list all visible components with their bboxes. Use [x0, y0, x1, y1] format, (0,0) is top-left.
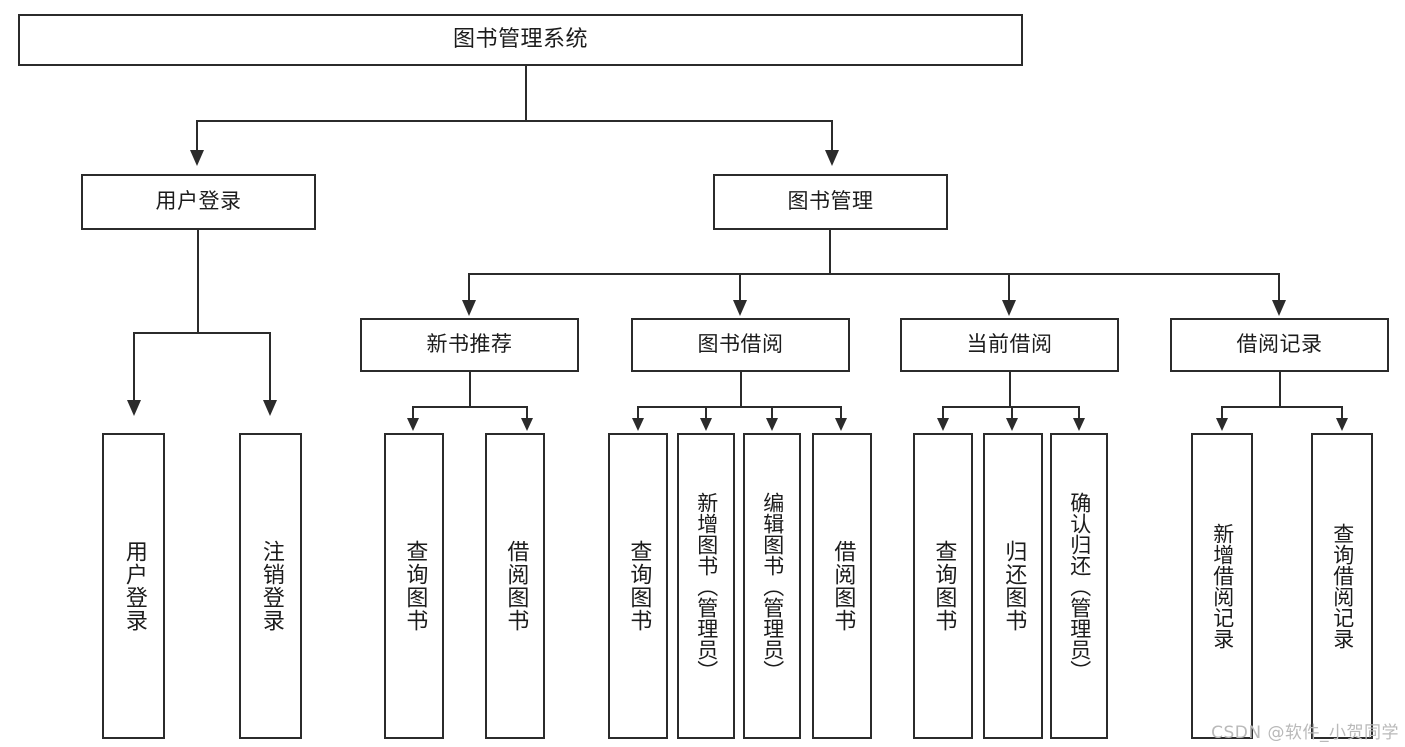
- leaf-recommend-borrow-book[interactable]: 借阅图书: [485, 433, 545, 739]
- leaf-label: 查询图书: [931, 540, 957, 632]
- connector-book-manage-bus: [468, 273, 1280, 275]
- arrowhead-leaf-borrow-book-2: [835, 418, 847, 431]
- leaf-add-borrow-record[interactable]: 新增借阅记录: [1191, 433, 1253, 739]
- arrowhead-leaf-return-book: [1006, 418, 1018, 431]
- connector-recommend-drop-1: [412, 406, 414, 420]
- connector-level3-drop-1: [468, 273, 470, 300]
- arrowhead-leaf-edit-book: [766, 418, 778, 431]
- leaf-label: 注销登录: [258, 540, 284, 632]
- arrowhead-leaf-add-record: [1216, 418, 1228, 431]
- arrowhead-leaf-query-book-1: [407, 418, 419, 431]
- arrowhead-to-new-book-recommend: [462, 300, 476, 316]
- connector-borrow-drop-2: [705, 406, 707, 420]
- connector-book-manage-stem: [829, 230, 831, 275]
- connector-borrow-drop-1: [637, 406, 639, 420]
- node-root-system[interactable]: 图书管理系统: [18, 14, 1023, 66]
- leaf-edit-book-admin[interactable]: 编辑图书（管理员）: [743, 433, 801, 739]
- node-user-login[interactable]: 用户登录: [81, 174, 316, 230]
- connector-borrow-stem: [740, 372, 742, 408]
- connector-root-stem: [525, 66, 527, 121]
- arrowhead-leaf-logout: [263, 400, 277, 416]
- node-label: 图书管理系统: [452, 26, 588, 52]
- connector-user-login-stem: [197, 230, 199, 333]
- leaf-add-book-admin[interactable]: 新增图书（管理员）: [677, 433, 735, 739]
- arrowhead-leaf-query-record: [1336, 418, 1348, 431]
- leaf-logout[interactable]: 注销登录: [239, 433, 302, 739]
- connector-recommend-drop-2: [526, 406, 528, 420]
- node-borrow-record[interactable]: 借阅记录: [1170, 318, 1389, 372]
- arrowhead-leaf-borrow-book-1: [521, 418, 533, 431]
- leaf-label: 借阅图书: [503, 540, 529, 632]
- connector-borrow-drop-4: [840, 406, 842, 420]
- connector-user-login-bus: [133, 332, 270, 334]
- leaf-borrow-borrow-book[interactable]: 借阅图书: [812, 433, 872, 739]
- connector-current-drop-1: [942, 406, 944, 420]
- node-current-borrow[interactable]: 当前借阅: [900, 318, 1119, 372]
- leaf-user-login[interactable]: 用户登录: [102, 433, 165, 739]
- leaf-confirm-return-admin[interactable]: 确认归还（管理员）: [1050, 433, 1108, 739]
- connector-level3-drop-3: [1008, 273, 1010, 300]
- leaf-label: 新增图书（管理员）: [694, 491, 719, 681]
- connector-recommend-stem: [469, 372, 471, 408]
- node-book-borrow[interactable]: 图书借阅: [631, 318, 850, 372]
- connector-recommend-bus: [412, 406, 528, 408]
- arrowhead-leaf-query-book-3: [937, 418, 949, 431]
- connector-user-login-drop-1: [133, 332, 135, 400]
- node-new-book-recommend[interactable]: 新书推荐: [360, 318, 579, 372]
- connector-record-bus: [1221, 406, 1343, 408]
- connector-record-stem: [1279, 372, 1281, 408]
- connector-current-drop-2: [1011, 406, 1013, 420]
- connector-level3-drop-4: [1278, 273, 1280, 300]
- node-label: 借阅记录: [1236, 332, 1323, 357]
- node-label: 图书管理: [787, 189, 874, 214]
- node-label: 图书借阅: [697, 332, 784, 357]
- connector-record-drop-1: [1221, 406, 1223, 420]
- arrowhead-to-book-manage: [825, 150, 839, 166]
- arrowhead-to-borrow-record: [1272, 300, 1286, 316]
- leaf-label: 借阅图书: [830, 540, 856, 632]
- node-label: 当前借阅: [966, 332, 1053, 357]
- leaf-return-book[interactable]: 归还图书: [983, 433, 1043, 739]
- connector-root-drop-1: [196, 120, 198, 150]
- arrowhead-to-current-borrow: [1002, 300, 1016, 316]
- arrowhead-leaf-user-login: [127, 400, 141, 416]
- arrowhead-leaf-confirm-return: [1073, 418, 1085, 431]
- leaf-recommend-query-book[interactable]: 查询图书: [384, 433, 444, 739]
- watermark-text: CSDN @软件_小贺同学: [1211, 723, 1399, 743]
- leaf-label: 用户登录: [121, 540, 147, 632]
- arrowhead-leaf-query-book-2: [632, 418, 644, 431]
- leaf-label: 查询图书: [402, 540, 428, 632]
- leaf-current-query-book[interactable]: 查询图书: [913, 433, 973, 739]
- arrowhead-to-user-login: [190, 150, 204, 166]
- leaf-label: 查询借阅记录: [1330, 523, 1355, 649]
- connector-root-drop-2: [831, 120, 833, 150]
- node-label: 新书推荐: [426, 332, 513, 357]
- arrowhead-leaf-add-book: [700, 418, 712, 431]
- connector-current-drop-3: [1078, 406, 1080, 420]
- connector-record-drop-2: [1341, 406, 1343, 420]
- arrowhead-to-book-borrow: [733, 300, 747, 316]
- connector-borrow-bus: [637, 406, 842, 408]
- connector-borrow-drop-3: [771, 406, 773, 420]
- connector-level3-drop-2: [739, 273, 741, 300]
- leaf-label: 确认归还（管理员）: [1067, 491, 1092, 681]
- connector-current-stem: [1009, 372, 1011, 408]
- connector-user-login-drop-2: [269, 332, 271, 400]
- connector-root-bus: [196, 120, 833, 122]
- leaf-label: 新增借阅记录: [1210, 523, 1235, 649]
- node-book-manage[interactable]: 图书管理: [713, 174, 948, 230]
- leaf-label: 归还图书: [1001, 540, 1027, 632]
- leaf-query-borrow-record[interactable]: 查询借阅记录: [1311, 433, 1373, 739]
- node-label: 用户登录: [155, 189, 242, 214]
- leaf-label: 编辑图书（管理员）: [760, 491, 785, 681]
- leaf-borrow-query-book[interactable]: 查询图书: [608, 433, 668, 739]
- leaf-label: 查询图书: [626, 540, 652, 632]
